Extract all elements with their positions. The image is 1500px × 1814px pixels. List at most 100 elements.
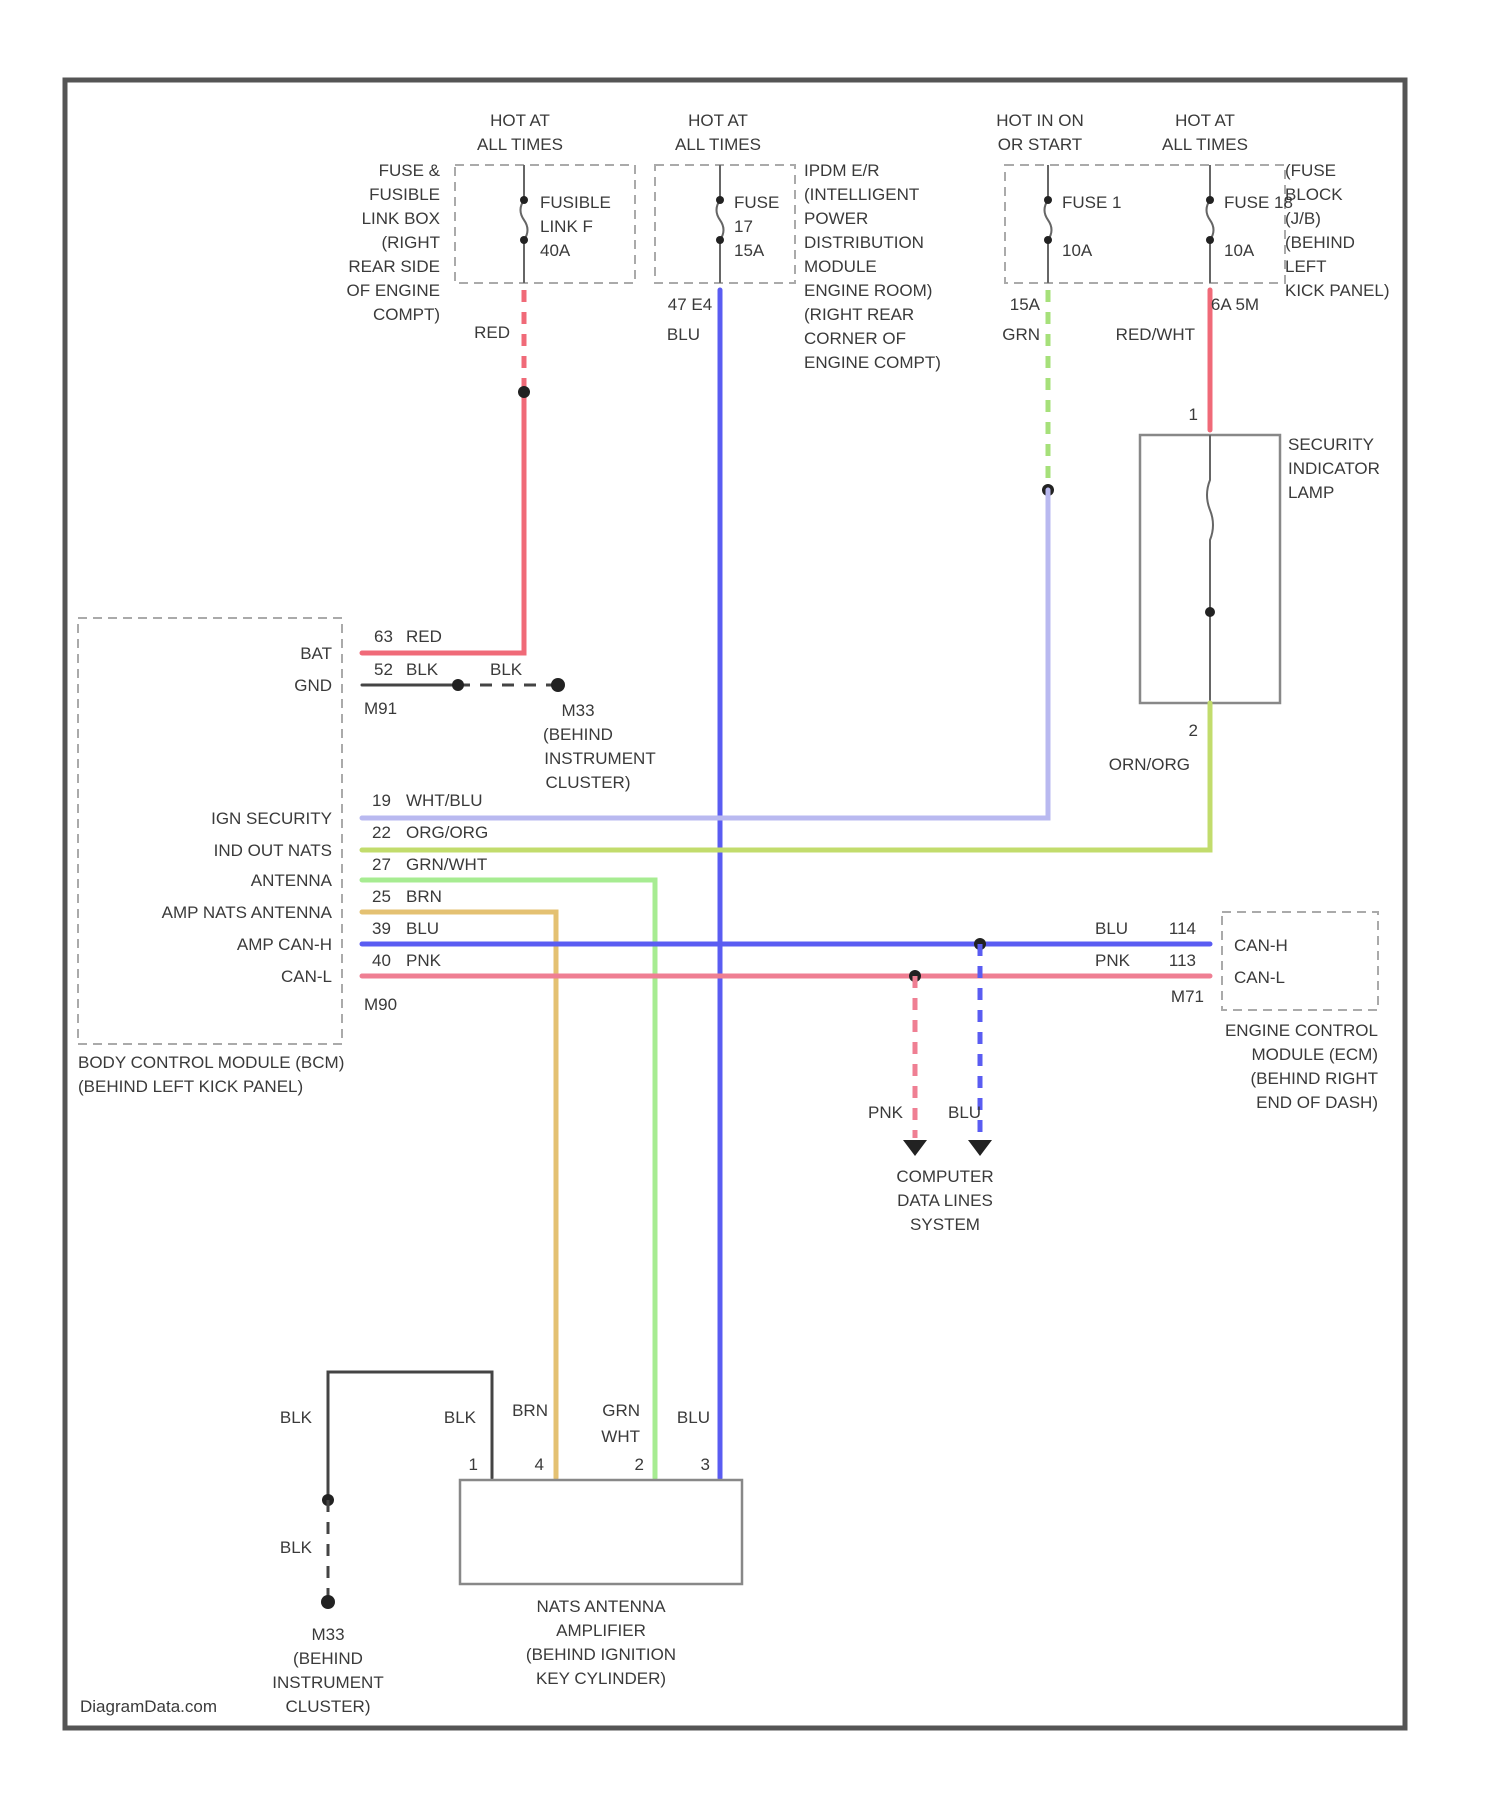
lamp-label-1: SECURITY [1288, 435, 1374, 454]
fusible-link-label-1: FUSIBLE [540, 193, 611, 212]
label-amp-blk-l: BLK [280, 1408, 313, 1427]
fuse-box-label-7: COMPT) [373, 305, 440, 324]
lamp-node [1205, 607, 1215, 617]
bcm-pin-ign-security: IGN SECURITY [211, 809, 332, 828]
ipdm-fuse-node-2 [716, 236, 724, 244]
hot-label-ipdm-1: HOT AT [688, 111, 748, 130]
ecm-pin-can-l: CAN-L [1234, 968, 1285, 987]
fusible-link-node-2 [520, 236, 528, 244]
label-wire-40: PNK [406, 951, 442, 970]
label-cdl-blu: BLU [948, 1103, 981, 1122]
ipdm-label-4: DISTRIBUTION [804, 233, 924, 252]
splice-blk [452, 679, 464, 691]
hot-label-fusible-2: ALL TIMES [477, 135, 563, 154]
hot-label-fb-2: ALL TIMES [1162, 135, 1248, 154]
label-ipdm-pins: 47 E4 [668, 295, 712, 314]
bcm-pin-antenna: ANTENNA [251, 871, 333, 890]
fuse-block-label-6: KICK PANEL) [1285, 281, 1390, 300]
ground-m-label-2: (BEHIND [543, 725, 613, 744]
label-pin-gnd: 52 [374, 660, 393, 679]
label-amp-pin-4: 4 [535, 1455, 544, 1474]
fuse-box-label-1: FUSE & [379, 161, 441, 180]
ipdm-fuse-node [716, 196, 724, 204]
ground-b-label-1: M33 [311, 1625, 344, 1644]
fusible-link-symbol [521, 165, 528, 283]
fuse-1-node-2 [1044, 236, 1052, 244]
ipdm-label-8: CORNER OF [804, 329, 906, 348]
bcm-pin-ind-out-nats: IND OUT NATS [214, 841, 332, 860]
label-amp-pin-1: 1 [469, 1455, 478, 1474]
label-fb-pins: 6A 5M [1211, 295, 1259, 314]
label-pin-40: 40 [372, 951, 391, 970]
label-pin-39: 39 [372, 919, 391, 938]
lamp-label-3: LAMP [1288, 483, 1334, 502]
label-pin-25: 25 [372, 887, 391, 906]
ground-point-b [321, 1595, 335, 1609]
amp-label-3: (BEHIND IGNITION [526, 1645, 676, 1664]
label-amp-blk: BLK [444, 1408, 477, 1427]
splice-red [518, 386, 530, 398]
ipdm-label-9: ENGINE COMPT) [804, 353, 941, 372]
fuse-block-label-1: (FUSE [1285, 161, 1336, 180]
label-blk-bcm2: BLK [490, 660, 523, 679]
ecm-label-4: END OF DASH) [1256, 1093, 1378, 1112]
ground-b-label-2: (BEHIND [293, 1649, 363, 1668]
label-amp-wht: WHT [601, 1427, 640, 1446]
label-wire-25: BRN [406, 887, 442, 906]
label-wire-39: BLU [406, 919, 439, 938]
label-lamp-pin-1: 1 [1189, 405, 1198, 424]
label-pin-19: 19 [372, 791, 391, 810]
fuse-block-label-2: BLOCK [1285, 185, 1343, 204]
cdl-label-1: COMPUTER [896, 1167, 993, 1186]
fuse-block-label-3: (J/B) [1285, 209, 1321, 228]
label-amp-pin-2: 2 [635, 1455, 644, 1474]
fuse-block-label-4: (BEHIND [1285, 233, 1355, 252]
ecm-label-3: (BEHIND RIGHT [1251, 1069, 1379, 1088]
hot-label-ign-1: HOT IN ON [996, 111, 1084, 130]
fusible-link-node [520, 196, 528, 204]
fuse-box-label-5: REAR SIDE [348, 257, 440, 276]
label-grn-top: GRN [1002, 325, 1040, 344]
label-amp-pin-3: 3 [701, 1455, 710, 1474]
ground-point-m [551, 678, 565, 692]
ground-m-label-1: M33 [561, 701, 594, 720]
bcm-pin-gnd: GND [294, 676, 332, 695]
fuse-r-symbol [1207, 165, 1214, 283]
ground-b-label-3: INSTRUMENT [272, 1673, 383, 1692]
ipdm-fuse-label-3: 15A [734, 241, 765, 260]
ipdm-label-6: ENGINE ROOM) [804, 281, 932, 300]
hot-label-ipdm-2: ALL TIMES [675, 135, 761, 154]
fuse-box-label-6: OF ENGINE [346, 281, 440, 300]
arrow-cdl-pnk [903, 1140, 927, 1156]
amp-label-2: AMPLIFIER [556, 1621, 646, 1640]
ecm-pin-can-h: CAN-H [1234, 936, 1288, 955]
ground-m-label-4: CLUSTER) [545, 773, 630, 792]
label-cdl-pnk: PNK [868, 1103, 904, 1122]
arrow-cdl-blu [968, 1140, 992, 1156]
ground-b-label-4: CLUSTER) [285, 1697, 370, 1716]
label-blu-top: BLU [667, 325, 700, 344]
label-redwht: RED/WHT [1116, 325, 1195, 344]
label-conn-m90: M90 [364, 995, 397, 1014]
fuse-box-label-4: (RIGHT [381, 233, 440, 252]
fuse-1-symbol [1045, 165, 1052, 283]
ecm-label-2: MODULE (ECM) [1251, 1045, 1378, 1064]
label-conn-m71: M71 [1171, 987, 1204, 1006]
nats-antenna-amplifier [460, 1480, 742, 1584]
fuse-1-node [1044, 196, 1052, 204]
wire-red-bat [362, 392, 524, 653]
fusible-link-label-2: LINK F [540, 217, 593, 236]
hot-label-fusible-1: HOT AT [490, 111, 550, 130]
fuse-1-rating: 10A [1062, 241, 1093, 260]
hot-label-ign-2: OR START [998, 135, 1082, 154]
fuse-box-label-3: LINK BOX [362, 209, 440, 228]
label-ign-pin: 15A [1010, 295, 1041, 314]
label-ecm-pin-l: 113 [1169, 951, 1196, 970]
label-gnd-blk: BLK [280, 1538, 313, 1557]
fuse-1-label: FUSE 1 [1062, 193, 1122, 212]
ipdm-fuse-label-1: FUSE [734, 193, 779, 212]
ign-fuse-group: HOT IN ON OR START HOT AT ALL TIMES FUSE… [996, 111, 1389, 300]
ipdm-fuse-label-2: 17 [734, 217, 753, 236]
bcm-pin-can-l: CAN-L [281, 967, 332, 986]
